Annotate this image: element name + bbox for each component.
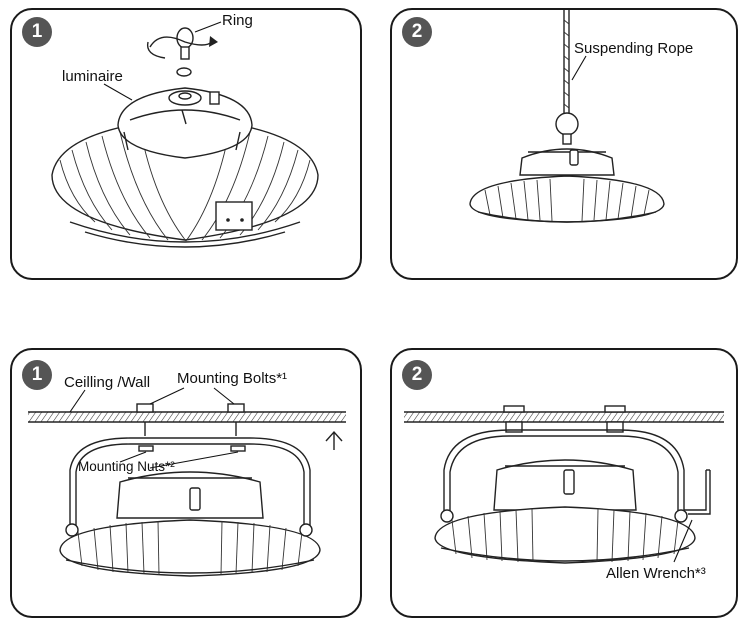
step-badge: 2: [402, 17, 432, 47]
step-badge: 2: [402, 360, 432, 390]
mounting-bolts-label: Mounting Bolts*¹: [177, 370, 288, 387]
step-badge: 1: [22, 17, 52, 47]
luminaire-installed-drawing: [404, 405, 724, 564]
step-badge: 1: [22, 360, 52, 390]
ceiling-label: Ceilling /Wall: [64, 374, 151, 391]
luminaire-bracket-drawing: [28, 387, 346, 577]
luminaire-label: luminaire: [62, 68, 123, 85]
suspending-rope-label: Suspending Rope: [574, 40, 694, 57]
ring-label: Ring: [222, 12, 253, 29]
allen-wrench-label: Allen Wrench*³: [606, 565, 706, 582]
mounting-nuts-label: Mounting Nuts*²: [78, 459, 175, 474]
luminaire-ring-drawing: [51, 21, 319, 248]
luminaire-rope-drawing: [469, 10, 665, 223]
